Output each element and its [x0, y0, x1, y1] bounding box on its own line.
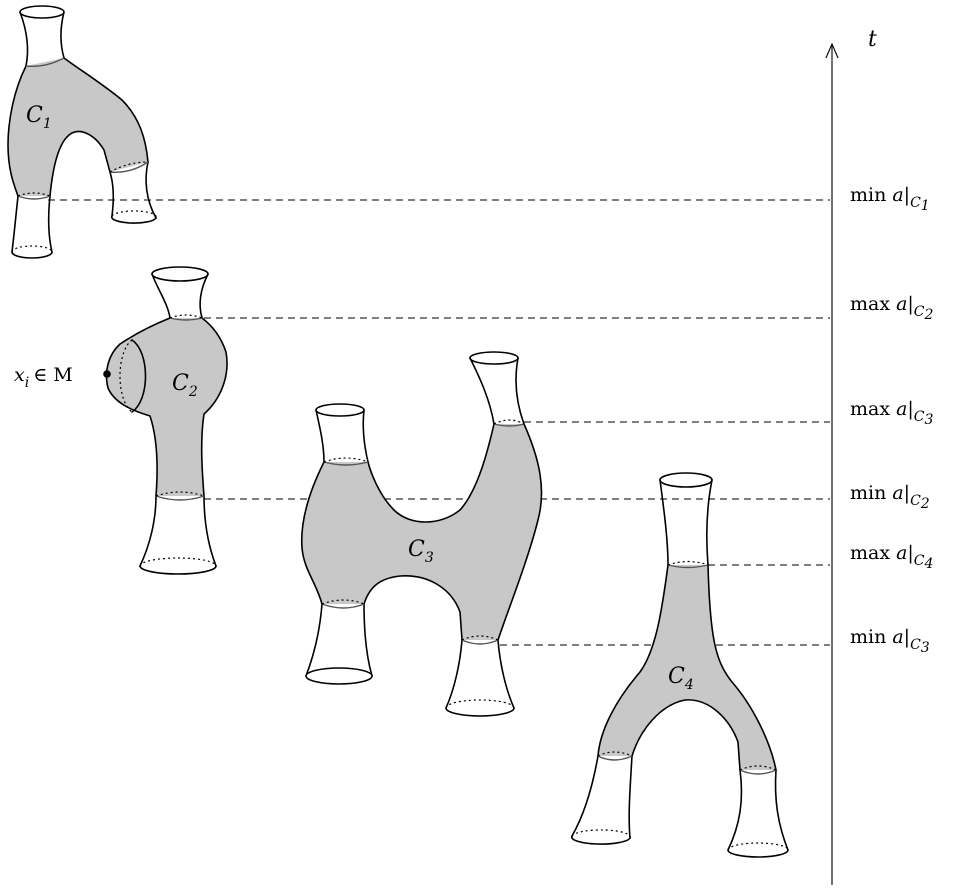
component-c4: C4 — [570, 472, 789, 858]
time-axis: t — [825, 27, 877, 885]
point-marker — [103, 370, 111, 378]
component-c2: xi∈ M C2 — [14, 266, 228, 575]
component-label-c2: C2 — [172, 371, 198, 400]
component-c1: C1 — [7, 5, 157, 259]
time-axis-label: t — [868, 27, 877, 52]
component-label-c4: C4 — [668, 664, 694, 693]
component-label-c1: C1 — [26, 103, 52, 132]
component-label-c3: C3 — [408, 537, 434, 566]
point-label: xi∈ M — [14, 364, 73, 391]
component-c3: C3 — [300, 351, 543, 717]
